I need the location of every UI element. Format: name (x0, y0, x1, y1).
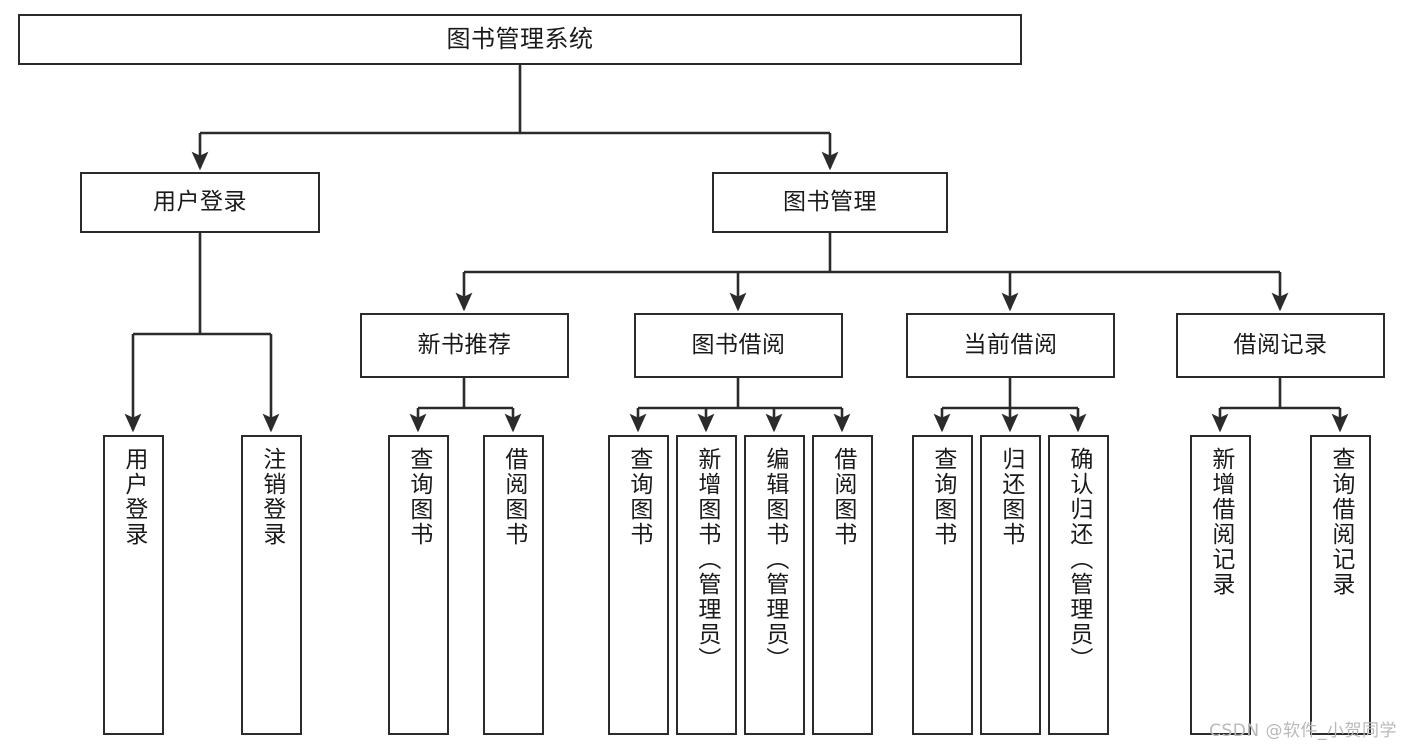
node-label: 当前借阅 (963, 331, 1058, 358)
leaf-user-login-signin[interactable]: 用户登录 (103, 435, 164, 735)
node-new-book-recommend[interactable]: 新书推荐 (360, 313, 569, 378)
node-label: 用户登录 (153, 188, 247, 215)
node-label: 查询图书 (929, 447, 956, 547)
node-book-management[interactable]: 图书管理 (712, 172, 948, 233)
node-label: 图书管理 (783, 188, 877, 215)
leaf-book-borrow-lend[interactable]: 借阅图书 (812, 435, 873, 735)
node-label: 编辑图书（管理员） (761, 447, 788, 672)
node-label: 归还图书 (997, 447, 1024, 547)
node-borrow-record[interactable]: 借阅记录 (1176, 313, 1385, 378)
node-label: 查询借阅记录 (1327, 447, 1354, 597)
node-current-borrow[interactable]: 当前借阅 (906, 313, 1115, 378)
leaf-current-borrow-query[interactable]: 查询图书 (912, 435, 973, 735)
node-label: 用户登录 (120, 447, 147, 547)
leaf-book-borrow-query[interactable]: 查询图书 (608, 435, 669, 735)
leaf-new-book-query[interactable]: 查询图书 (388, 435, 449, 735)
node-label: 图书管理系统 (446, 25, 594, 54)
node-label: 确认归还（管理员） (1065, 447, 1092, 672)
node-user-login[interactable]: 用户登录 (80, 172, 320, 233)
node-book-borrow[interactable]: 图书借阅 (634, 313, 843, 378)
node-label: 借阅图书 (500, 447, 527, 547)
leaf-borrow-record-add[interactable]: 新增借阅记录 (1190, 435, 1251, 735)
node-label: 查询图书 (625, 447, 652, 547)
leaf-current-borrow-return[interactable]: 归还图书 (980, 435, 1041, 735)
leaf-book-borrow-add[interactable]: 新增图书（管理员） (676, 435, 737, 735)
node-label: 借阅图书 (829, 447, 856, 547)
leaf-user-login-logout[interactable]: 注销登录 (241, 435, 302, 735)
csdn-watermark: CSDN @软件_小贺同学 (1209, 721, 1397, 741)
leaf-current-borrow-confirm[interactable]: 确认归还（管理员） (1048, 435, 1109, 735)
leaf-new-book-borrow[interactable]: 借阅图书 (483, 435, 544, 735)
node-root-system[interactable]: 图书管理系统 (18, 14, 1022, 65)
node-label: 新书推荐 (417, 331, 512, 358)
node-label: 查询图书 (405, 447, 432, 547)
node-label: 借阅记录 (1233, 331, 1328, 358)
leaf-book-borrow-edit[interactable]: 编辑图书（管理员） (744, 435, 805, 735)
node-label: 图书借阅 (691, 331, 786, 358)
node-label: 新增借阅记录 (1207, 447, 1234, 597)
node-label: 新增图书（管理员） (693, 447, 720, 672)
node-label: 注销登录 (258, 447, 285, 547)
leaf-borrow-record-query[interactable]: 查询借阅记录 (1310, 435, 1371, 735)
